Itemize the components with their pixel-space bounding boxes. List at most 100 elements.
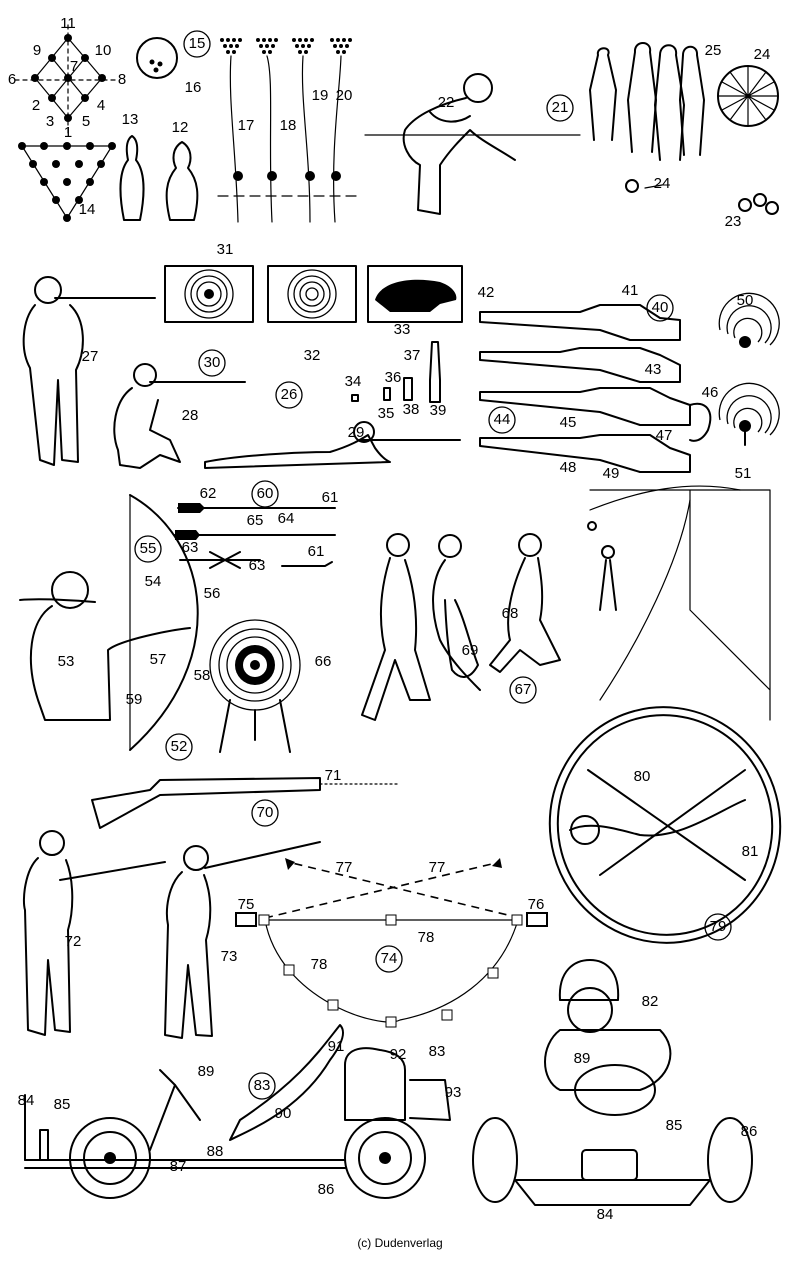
number-label: 29 [348,424,365,441]
number-label: 71 [325,767,342,784]
number-label: 80 [634,768,651,785]
pelota-court [589,485,771,721]
number-label: 25 [705,42,722,59]
number-label: 69 [462,642,479,659]
number-label: 78 [311,956,328,973]
number-label: 36 [385,369,402,386]
trap-layout [235,858,548,1028]
circled-label-ring [375,945,403,973]
number-label: 64 [278,510,295,527]
number-label: 45 [560,414,577,431]
number-label: 51 [735,465,752,482]
target-32 [267,265,357,323]
archery-target-66 [209,619,301,753]
shooter-73 [164,841,321,1039]
number-label: 3 [46,113,54,130]
circled-label-ring [251,480,279,508]
circled-label-ring [646,294,674,322]
number-label: 49 [603,465,620,482]
number-label: 41 [622,282,639,299]
number-label: 7 [70,58,78,75]
number-label: 92 [390,1046,407,1063]
number-label: 66 [315,653,332,670]
number-label: 61 [322,489,339,506]
number-label: 87 [170,1158,187,1175]
number-label: 63 [182,539,199,556]
number-label: 34 [345,373,362,390]
kneeling-shooter [113,363,246,469]
pelota-players [361,521,617,721]
number-label: 78 [418,929,435,946]
number-label: 48 [560,459,577,476]
circled-label-ring [134,535,162,563]
number-label: 50 [737,292,754,309]
number-label: 15 [189,35,206,52]
circled-label-ring [165,733,193,761]
shooter-72 [22,830,166,1036]
number-label: 86 [741,1123,758,1140]
circled-label-ring [248,1072,276,1100]
number-label: 31 [217,241,234,258]
number-label: 12 [172,119,189,136]
number-label: 5 [82,113,90,130]
number-label: 9 [33,42,41,59]
number-label: 21 [552,99,569,116]
number-label: 55 [140,540,157,557]
number-label: 88 [207,1143,224,1160]
number-label: 63 [249,557,266,574]
number-label: 85 [54,1096,71,1113]
number-label: 24 [654,175,671,192]
boccia-balls-small [625,179,779,215]
number-label: 70 [257,804,274,821]
number-label: 27 [82,348,99,365]
number-label: 91 [328,1038,345,1055]
number-label: 56 [204,585,221,602]
shotgun-71 [91,777,401,829]
number-label: 23 [725,213,742,230]
cartridges [351,341,441,403]
number-label: 76 [528,896,545,913]
circled-label-ring [251,799,279,827]
number-label: 84 [18,1092,35,1109]
bowling-lanes [217,38,361,223]
number-label: 37 [404,347,421,364]
number-label: 39 [430,402,447,419]
number-label: 26 [281,386,298,403]
circled-label-ring [509,676,537,704]
number-label: 75 [238,896,255,913]
number-label: 82 [642,993,659,1010]
arrows [174,503,336,569]
go-kart-side [24,1024,451,1199]
number-label: 73 [221,948,238,965]
number-label: 44 [494,411,511,428]
number-label: 38 [403,401,420,418]
number-label: 57 [150,651,167,668]
target-50 [718,292,780,348]
number-label: 17 [238,117,255,134]
number-label: 90 [275,1105,292,1122]
number-label: 53 [58,653,75,670]
go-kart-front [472,959,753,1206]
circled-label-ring [704,913,732,941]
number-label: 72 [65,933,82,950]
number-label: 67 [515,681,532,698]
number-label: 83 [254,1077,271,1094]
number-label: 54 [145,573,162,590]
number-label: 65 [247,512,264,529]
number-label: 35 [378,405,395,422]
rifles-40-49 [479,304,712,473]
number-label: 74 [381,950,398,967]
number-label: 33 [394,321,411,338]
number-label: 20 [336,87,353,104]
target-51 [718,382,780,446]
circled-label-ring [275,381,303,409]
number-label: 13 [122,111,139,128]
number-label: 85 [666,1117,683,1134]
target-31 [164,265,254,323]
number-label: 89 [574,1050,591,1067]
number-label: 4 [97,97,105,114]
circled-label-ring [488,406,516,434]
